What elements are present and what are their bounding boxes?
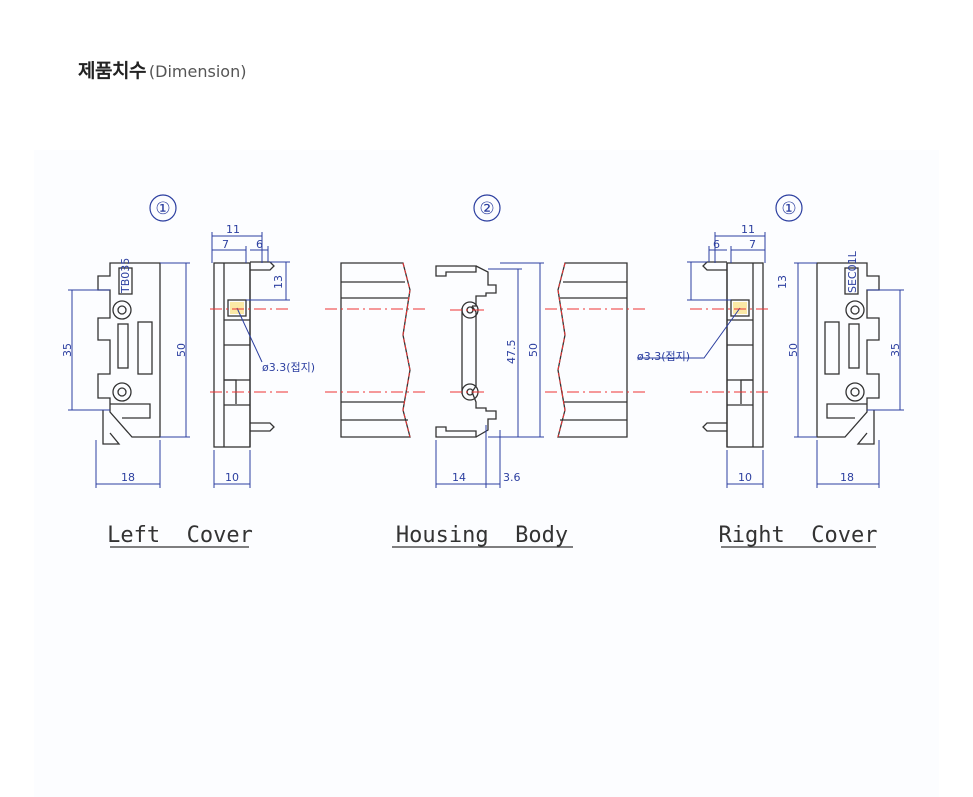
housing-front-right [557,262,628,438]
dim-l-35: 35 [61,343,74,357]
dim-r-10: 10 [738,471,752,484]
dim-l-50: 50 [175,343,188,357]
title-english: (Dimension) [148,62,247,81]
part-number-2: ② [479,199,494,219]
part-circle-3 [775,194,803,222]
housing-front-left [340,262,411,438]
dim-l-10: 10 [225,471,239,484]
dim-l-7: 7 [222,238,229,251]
title-korean: 제품치수 [78,60,146,82]
right-front-dims [794,262,904,488]
dim-h-475: 47.5 [505,340,518,365]
dim-l-13: 13 [272,275,285,289]
dim-l-6: 6 [256,238,263,251]
part-number-3: ① [781,199,796,219]
right-cover-side [702,261,764,448]
part-number-1: ① [155,199,170,219]
dim-r-18: 18 [840,471,854,484]
dim-h-36: 3.6 [503,471,521,484]
hole-label-left: ø3.3(접지) [262,361,315,374]
dim-r-7: 7 [749,238,756,251]
dim-r-35: 35 [889,343,902,357]
dim-r-6: 6 [713,238,720,251]
right-side-dims [637,232,766,488]
hole-label-right: ø3.3(접지) [637,350,690,363]
part-circle-2 [473,194,501,222]
stamp-right: SEC01L [846,250,859,293]
page-header: 제품치수(Dimension) [78,56,246,83]
dim-h-14: 14 [452,471,466,484]
dim-r-50: 50 [787,343,800,357]
dim-r-13: 13 [776,275,789,289]
dim-h-50: 50 [527,343,540,357]
left-side-dims [211,232,290,488]
dim-l-18: 18 [121,471,135,484]
right-cover-front [816,262,880,445]
dim-r-11: 11 [741,223,755,236]
left-cover-side [213,261,275,448]
left-front-dims [68,262,190,488]
housing-dims [435,262,544,488]
caption-housing-body: Housing Body [396,523,568,548]
stamp-left: TB035 [119,258,132,294]
part-circle-1 [149,194,177,222]
housing-section [435,265,497,438]
dim-l-11: 11 [226,223,240,236]
center-lines [210,308,770,393]
caption-left-cover: Left Cover [107,523,253,548]
caption-right-cover: Right Cover [719,523,878,548]
left-cover-front [97,262,161,445]
